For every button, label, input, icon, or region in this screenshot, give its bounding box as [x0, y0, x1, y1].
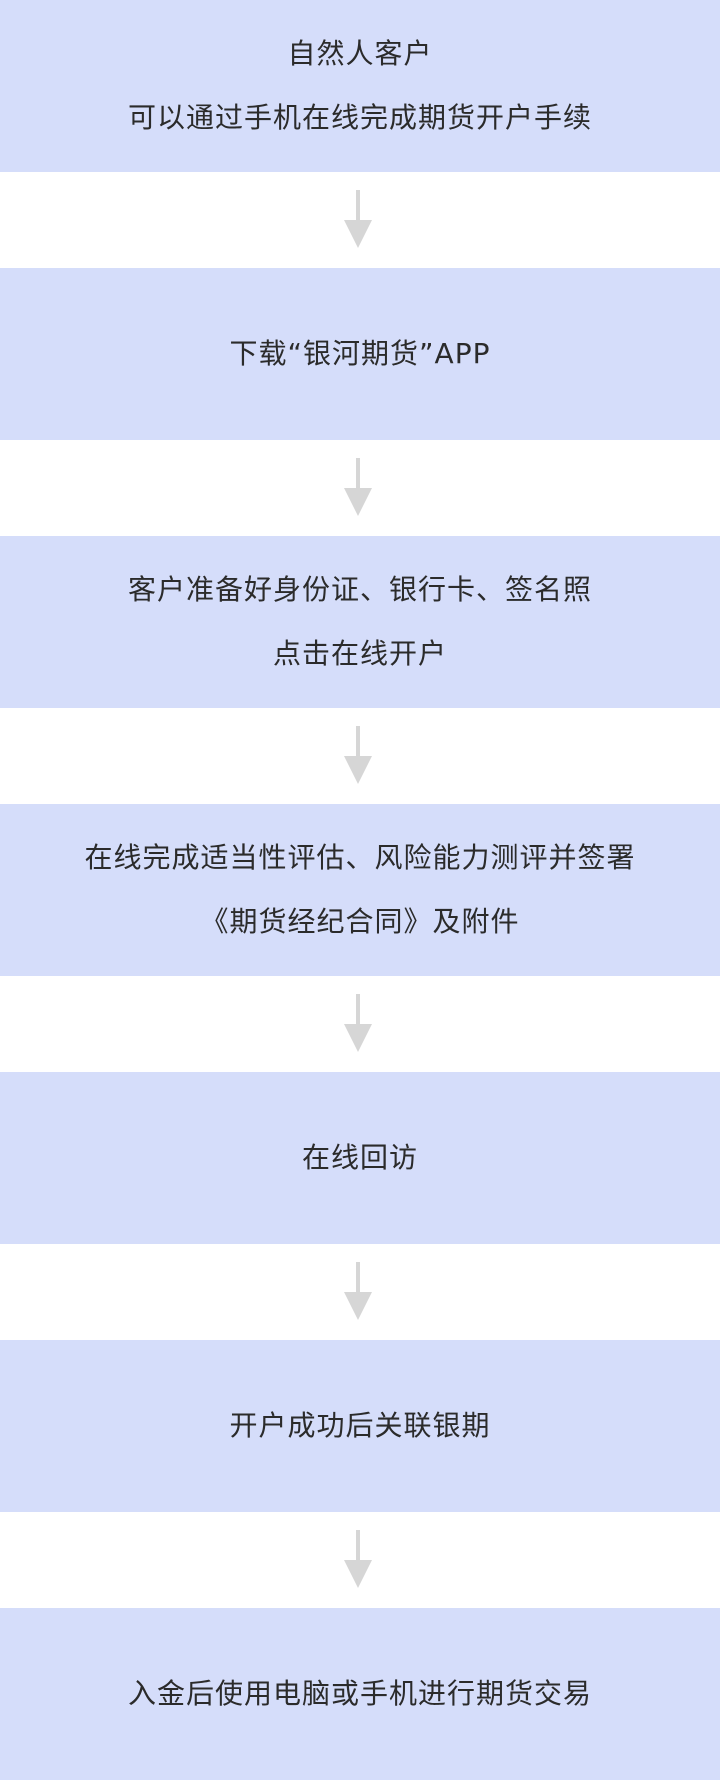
- step-7-line-1: 入金后使用电脑或手机进行期货交易: [127, 1677, 592, 1710]
- step-3-line-2: 点击在线开户: [272, 637, 447, 670]
- arrow-down-icon: [343, 190, 373, 248]
- arrow-down-icon: [343, 1262, 373, 1320]
- step-3-line-1: 客户准备好身份证、银行卡、签名照: [127, 573, 592, 606]
- arrow-down-icon: [343, 1530, 373, 1588]
- step-4-line-2: 《期货经纪合同》及附件: [200, 905, 520, 938]
- step-5-box: 在线回访: [0, 1072, 720, 1244]
- step-3-box: 客户准备好身份证、银行卡、签名照 点击在线开户: [0, 536, 720, 708]
- step-1-line-2: 可以通过手机在线完成期货开户手续: [127, 101, 592, 134]
- arrow-down-icon: [343, 726, 373, 784]
- step-5-line-1: 在线回访: [301, 1141, 418, 1174]
- step-4-box: 在线完成适当性评估、风险能力测评并签署 《期货经纪合同》及附件: [0, 804, 720, 976]
- step-2-line-1: 下载“银河期货”APP: [229, 337, 491, 370]
- step-2-box: 下载“银河期货”APP: [0, 268, 720, 440]
- step-4-line-1: 在线完成适当性评估、风险能力测评并签署: [84, 841, 636, 874]
- step-6-box: 开户成功后关联银期: [0, 1340, 720, 1512]
- step-6-line-1: 开户成功后关联银期: [229, 1409, 491, 1442]
- step-7-box: 入金后使用电脑或手机进行期货交易: [0, 1608, 720, 1780]
- arrow-down-icon: [343, 458, 373, 516]
- step-1-box: 自然人客户 可以通过手机在线完成期货开户手续: [0, 0, 720, 172]
- arrow-down-icon: [343, 994, 373, 1052]
- step-1-line-1: 自然人客户: [287, 37, 433, 70]
